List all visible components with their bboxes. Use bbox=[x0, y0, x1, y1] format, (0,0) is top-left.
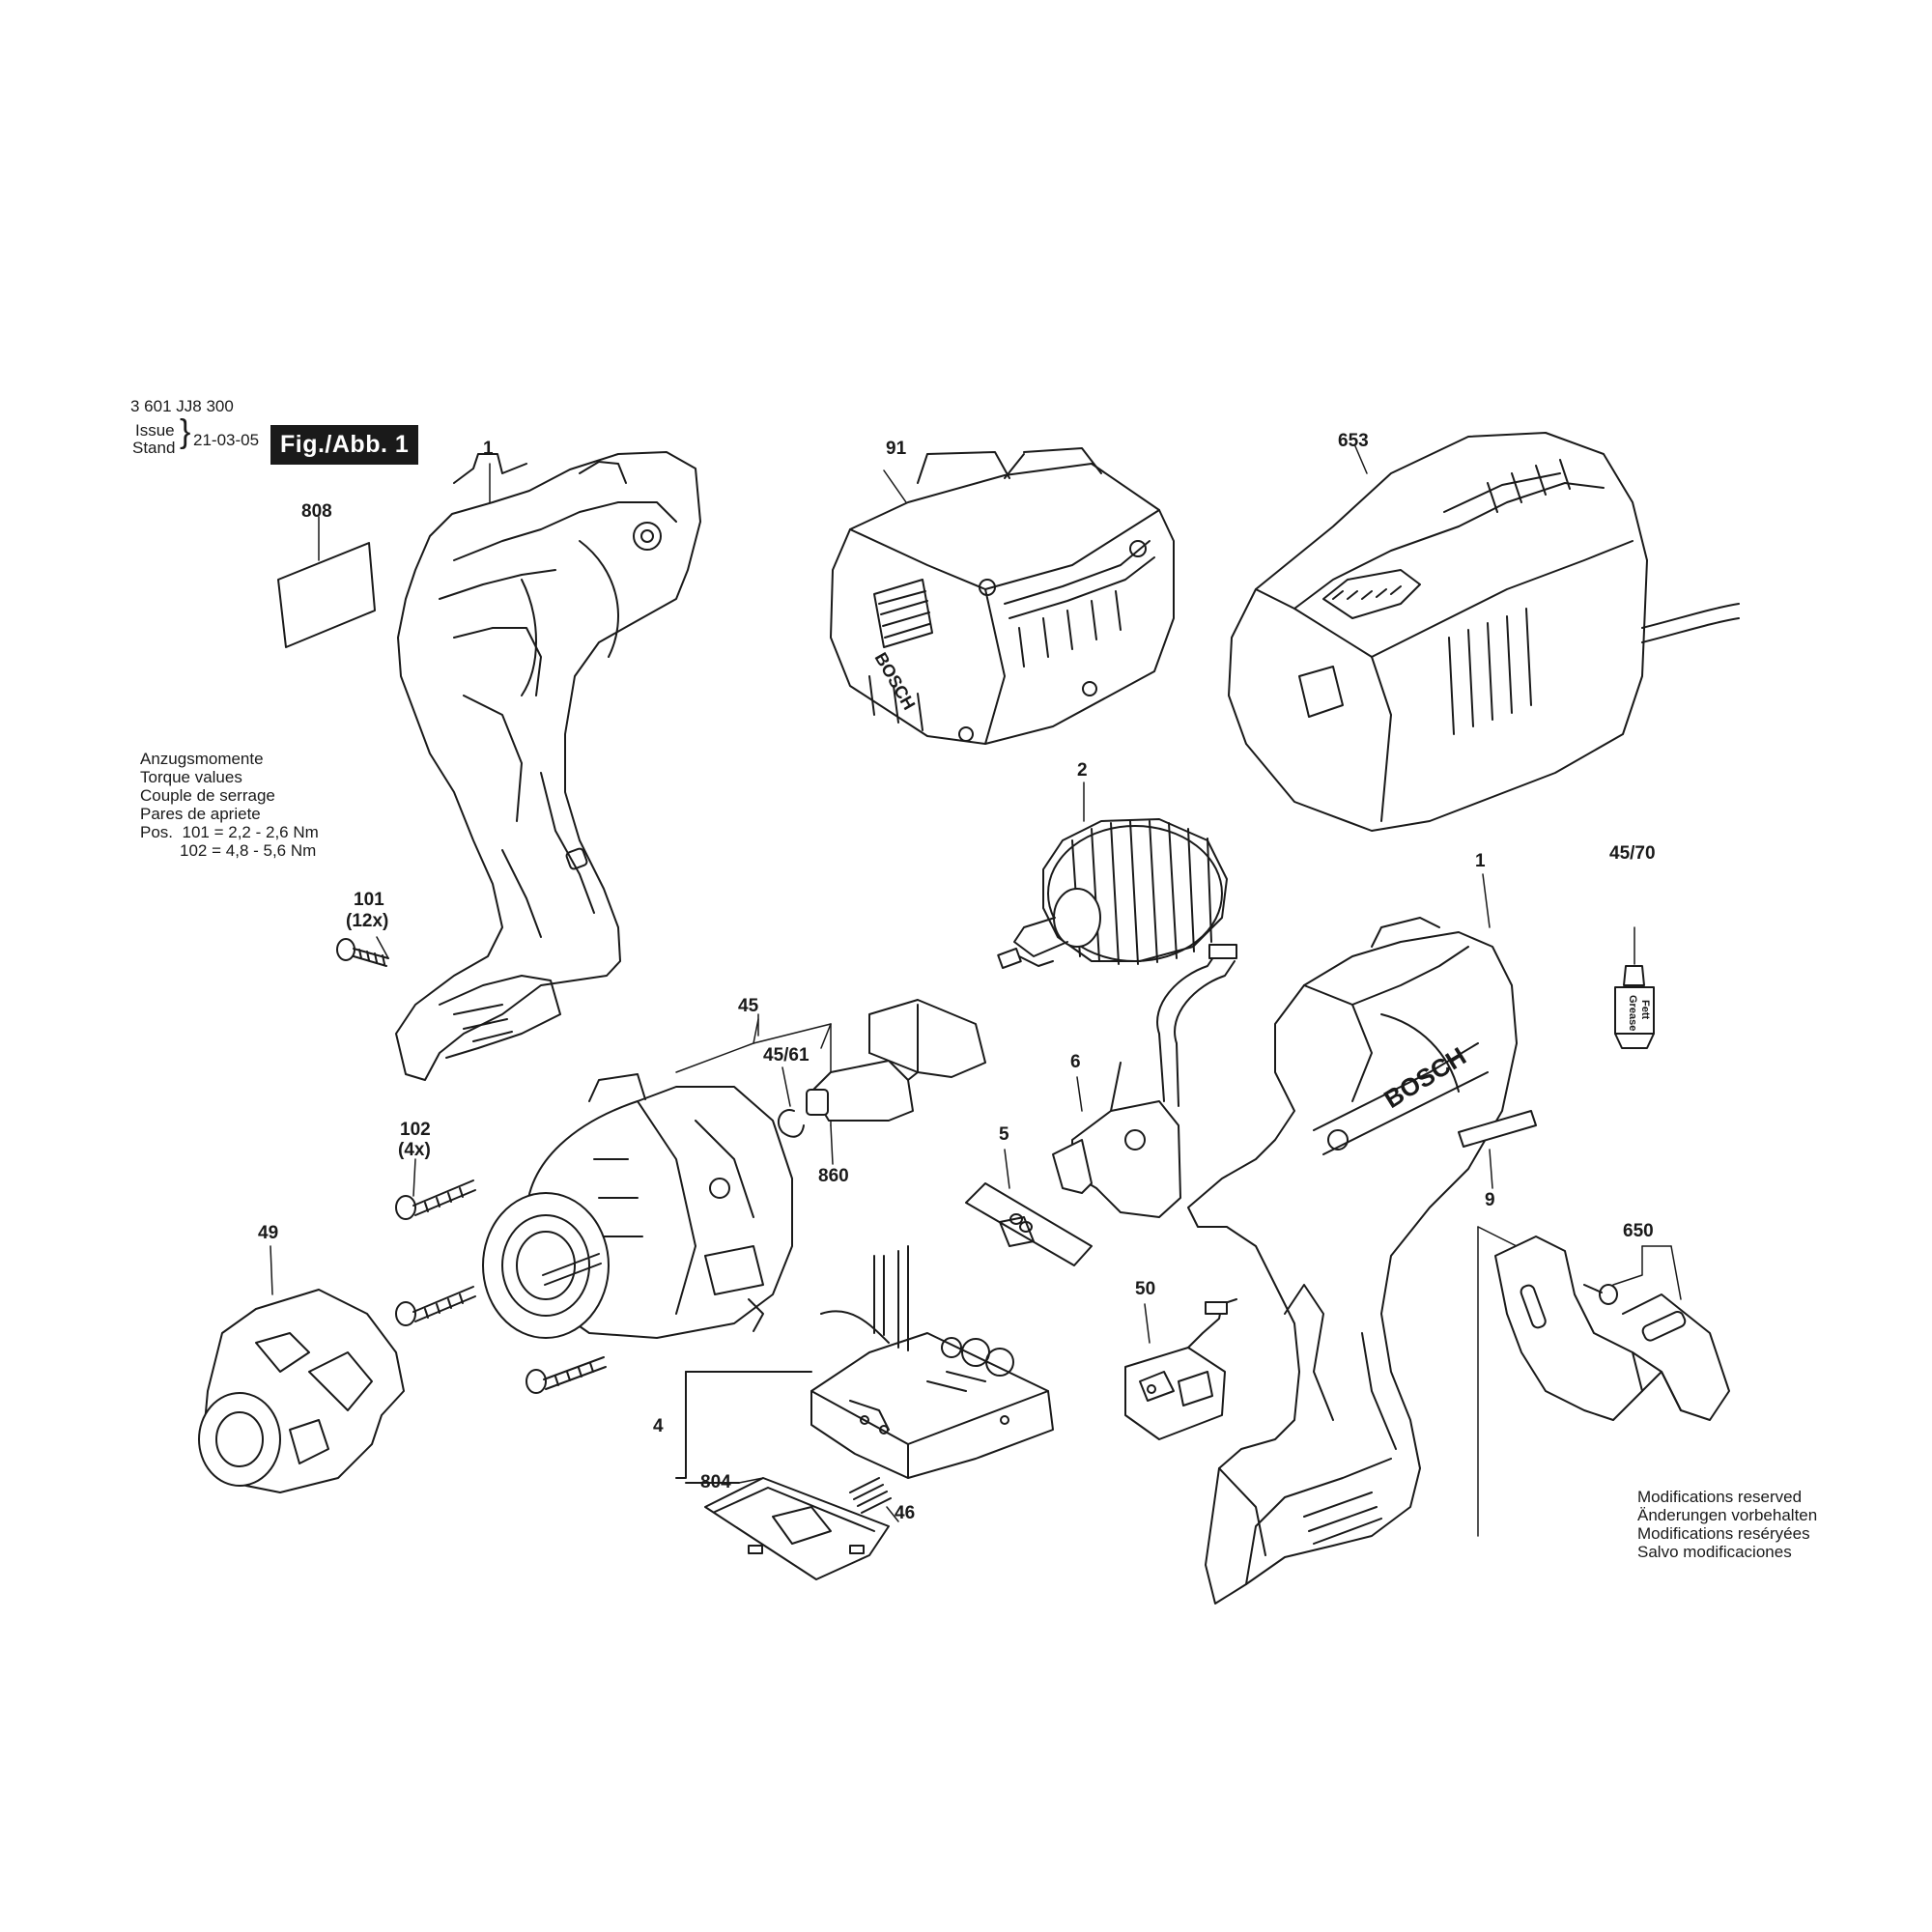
callout-46: 46 bbox=[895, 1503, 916, 1523]
callout-5: 5 bbox=[999, 1124, 1009, 1145]
torque-line-2: Torque values bbox=[140, 768, 242, 786]
callout-2: 2 bbox=[1077, 760, 1088, 781]
label-9 bbox=[1458, 1110, 1537, 1189]
motor-2 bbox=[997, 781, 1228, 969]
direction-switch-5 bbox=[965, 1149, 1093, 1266]
callout-860: 860 bbox=[818, 1166, 849, 1186]
callout-49: 49 bbox=[258, 1223, 279, 1243]
modifications-line-2: Änderungen vorbehalten bbox=[1637, 1506, 1818, 1524]
callout-804: 804 bbox=[700, 1472, 731, 1492]
circlip-45-61 bbox=[777, 1066, 805, 1138]
callout-101: 101 bbox=[354, 890, 384, 910]
torque-row-101: Pos. 101 = 2,2 - 2,6 Nm bbox=[140, 823, 319, 841]
screw-101 bbox=[336, 936, 389, 967]
callout-91: 91 bbox=[886, 439, 907, 459]
torque-line-1: Anzugsmomente bbox=[140, 750, 264, 768]
torque-line-4: Pares de apriete bbox=[140, 805, 261, 823]
figure-badge: Fig./Abb. 1 bbox=[270, 425, 419, 465]
display-module-50 bbox=[1124, 1298, 1237, 1440]
issue-label: Issue bbox=[135, 421, 175, 440]
brace-glyph: } bbox=[180, 413, 191, 450]
issue-date: 21-03-05 bbox=[193, 431, 260, 449]
callout-1-right: 1 bbox=[1475, 851, 1486, 871]
charger-653 bbox=[1228, 432, 1740, 832]
anvil-860 bbox=[806, 999, 986, 1165]
torque-pos-102: 102 bbox=[180, 841, 208, 860]
torque-value-101: = 2,2 - 2,6 Nm bbox=[213, 823, 319, 841]
callout-45-70: 45/70 bbox=[1609, 843, 1656, 864]
gear-housing-45 bbox=[482, 1073, 793, 1339]
housing-half-right bbox=[1187, 873, 1518, 1605]
callout-808: 808 bbox=[301, 501, 332, 522]
torque-value-102: = 4,8 - 5,6 Nm bbox=[212, 841, 317, 860]
callout-650: 650 bbox=[1623, 1221, 1654, 1241]
pos-label: Pos. bbox=[140, 823, 174, 841]
grease-text-1: Grease bbox=[1627, 995, 1638, 1031]
callout-1-left: 1 bbox=[483, 439, 494, 459]
callout-6: 6 bbox=[1070, 1052, 1081, 1072]
callout-45-61: 45/61 bbox=[763, 1045, 810, 1065]
belt-clip-650 bbox=[1477, 1226, 1730, 1537]
callout-102-qty: (4x) bbox=[398, 1140, 431, 1160]
modifications-line-3: Modifications reséryées bbox=[1637, 1524, 1810, 1543]
part-number: 3 601 JJ8 300 bbox=[130, 397, 234, 415]
torque-pos-101: 101 bbox=[182, 823, 210, 841]
battery-pack-91 bbox=[830, 447, 1175, 745]
torque-values-block: Anzugsmomente Torque values Couple de se… bbox=[140, 750, 319, 860]
housing-half-left bbox=[395, 451, 701, 1081]
stand-label: Stand bbox=[132, 439, 176, 457]
switch-6 bbox=[1052, 944, 1237, 1218]
callout-9: 9 bbox=[1485, 1190, 1495, 1210]
grease-tube-45-70 bbox=[1614, 926, 1655, 1049]
callout-45: 45 bbox=[738, 996, 759, 1016]
torque-row-102: 102 = 4,8 - 5,6 Nm bbox=[140, 841, 319, 860]
callout-50: 50 bbox=[1135, 1279, 1156, 1299]
electronics-module-4 bbox=[675, 1245, 1054, 1484]
label-sticker-808 bbox=[277, 516, 376, 648]
grease-text-2: Fett bbox=[1639, 1000, 1651, 1020]
modifications-block: Modifications reserved Änderungen vorbeh… bbox=[1637, 1488, 1817, 1561]
screws-102 bbox=[395, 1158, 607, 1394]
callout-653: 653 bbox=[1338, 431, 1369, 451]
spring-46 bbox=[849, 1477, 899, 1522]
callout-102: 102 bbox=[400, 1120, 431, 1140]
modifications-line-4: Salvo modificaciones bbox=[1637, 1543, 1792, 1561]
cover-plate-804 bbox=[704, 1477, 890, 1580]
torque-line-3: Couple de serrage bbox=[140, 786, 275, 805]
front-cap-49 bbox=[198, 1245, 405, 1493]
callout-101-qty: (12x) bbox=[346, 911, 389, 931]
modifications-line-1: Modifications reserved bbox=[1637, 1488, 1803, 1506]
callout-4: 4 bbox=[653, 1416, 664, 1436]
